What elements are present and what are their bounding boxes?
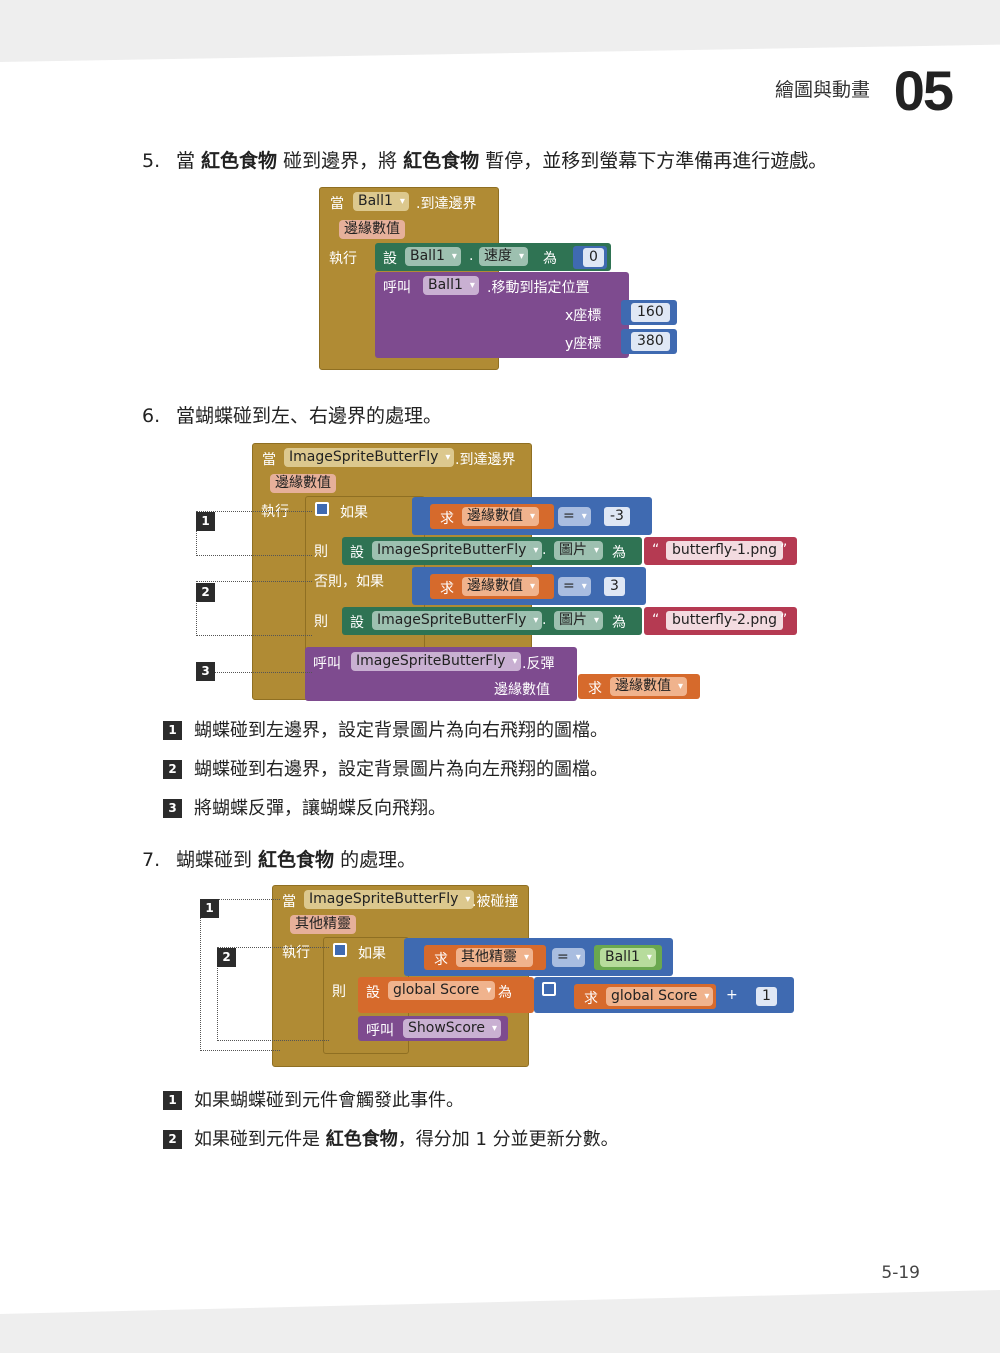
callout-bracket — [196, 511, 312, 556]
step-6-text: 6.當蝴蝶碰到左、右邊界的處理。 — [142, 405, 443, 427]
step-number: 5. — [142, 150, 161, 172]
param-label: 邊緣數值 — [270, 474, 336, 493]
callout-bracket — [217, 947, 329, 1041]
param-label: 其他精靈 — [290, 915, 356, 934]
callout-bracket — [196, 581, 312, 636]
x-value[interactable]: 160 — [631, 303, 670, 322]
text-value[interactable]: butterfly-2.png — [666, 611, 784, 630]
number-value[interactable]: -3 — [604, 507, 630, 526]
property-dropdown[interactable]: 圖片 — [554, 541, 603, 560]
step-number: 7. — [142, 849, 161, 871]
callout-line — [214, 672, 312, 673]
variable-dropdown[interactable]: global Score — [388, 981, 496, 1000]
operator-dropdown[interactable]: = — [558, 507, 591, 526]
callout-marker: 2 — [217, 948, 236, 967]
text-value[interactable]: butterfly-1.png — [666, 541, 784, 560]
gear-icon[interactable] — [315, 502, 329, 516]
gear-icon[interactable] — [333, 943, 347, 957]
bottom-band — [0, 1290, 1000, 1353]
page-number: 5-19 — [881, 1263, 920, 1283]
block-butterfly-collide[interactable]: 當 ImageSpriteButterFly .被碰撞 其他精靈 執行 如果 求… — [272, 885, 802, 1070]
step-number: 6. — [142, 405, 161, 427]
callout-marker: 1 — [196, 512, 215, 531]
variable-dropdown[interactable]: 邊緣數值 — [610, 677, 687, 696]
component-dropdown[interactable]: Ball1 — [423, 276, 479, 295]
number-value[interactable]: 0 — [583, 248, 604, 267]
component-dropdown[interactable]: ImageSpriteButterFly — [372, 611, 543, 630]
block-ball-edge[interactable]: 當 Ball1 .到達邊界 邊緣數值 執行 設 Ball1 . 速度 為 0 呼… — [319, 187, 677, 372]
component-dropdown[interactable]: ImageSpriteButterFly — [304, 890, 475, 909]
component-dropdown[interactable]: Ball1 — [405, 247, 461, 266]
callout-marker: 2 — [196, 583, 215, 602]
call-moveto-block[interactable] — [375, 272, 629, 358]
callout-marker: 1 — [200, 899, 219, 918]
component-dropdown[interactable]: ImageSpriteButterFly — [372, 541, 543, 560]
variable-dropdown[interactable]: 其他精靈 — [456, 948, 533, 967]
gear-icon[interactable] — [542, 982, 556, 996]
variable-dropdown[interactable]: 邊緣數值 — [462, 577, 539, 596]
step-7-text: 7.蝴蝶碰到 紅色食物 的處理。 — [142, 849, 417, 871]
property-dropdown[interactable]: 速度 — [479, 247, 528, 266]
variable-dropdown[interactable]: 邊緣數值 — [462, 507, 539, 526]
component-dropdown[interactable]: ImageSpriteButterFly — [351, 652, 522, 671]
number-value[interactable]: 3 — [604, 577, 625, 596]
chapter-title: 繪圖與動畫 — [774, 79, 870, 101]
chapter-number: 05 — [893, 59, 954, 122]
top-band — [0, 0, 1000, 62]
procedure-dropdown[interactable]: ShowScore — [403, 1019, 501, 1038]
variable-dropdown[interactable]: global Score — [606, 987, 714, 1006]
param-label: 邊緣數值 — [339, 220, 405, 239]
step-5-text: 5.當 紅色食物 碰到邊界，將 紅色食物 暫停，並移到螢幕下方準備再進行遊戲。 — [142, 150, 828, 172]
component-dropdown[interactable]: Ball1 — [353, 192, 409, 211]
operator-dropdown[interactable]: = — [552, 948, 585, 967]
number-value[interactable]: 1 — [756, 987, 777, 1006]
component-dropdown[interactable]: Ball1 — [600, 948, 656, 967]
component-dropdown[interactable]: ImageSpriteButterFly — [284, 448, 455, 467]
operator-dropdown[interactable]: = — [558, 577, 591, 596]
y-value[interactable]: 380 — [631, 332, 670, 351]
callout-marker: 3 — [196, 662, 215, 681]
callout-bracket — [200, 899, 280, 1051]
block-butterfly-edge[interactable]: 當 ImageSpriteButterFly .到達邊界 邊緣數值 執行 如果 … — [252, 443, 802, 703]
property-dropdown[interactable]: 圖片 — [554, 611, 603, 630]
